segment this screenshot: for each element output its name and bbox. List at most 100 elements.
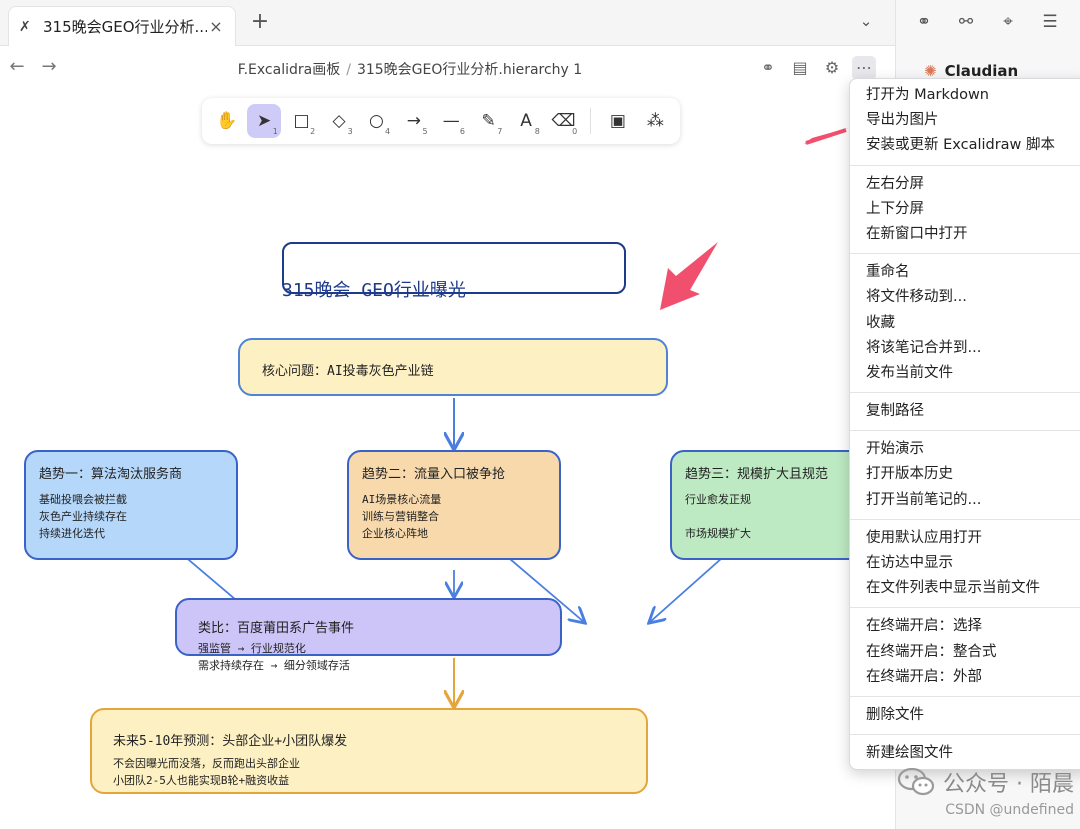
menu-item[interactable]: 左右分屏 — [866, 175, 924, 192]
menu-item[interactable]: 打开版本历史 — [866, 466, 953, 483]
tool-image[interactable]: ▣ — [601, 104, 634, 138]
annotation-arrow-big — [660, 242, 718, 310]
trend1-line: 灰色产业持续存在 — [39, 510, 127, 523]
trend2-title: 趋势二：流量入口被争抢 — [362, 467, 506, 482]
menu-separator — [850, 164, 1080, 166]
analog-title: 类比：百度莆田系广告事件 — [198, 621, 355, 636]
analog-box[interactable]: 类比：百度莆田系广告事件 强监管 → 行业规范化 需求持续存在 → 细分领域存活 — [175, 598, 562, 672]
future-box[interactable]: 未来5-10年预测：头部企业+小团队爆发 不会因曝光而没落，反而跑出头部企业 小… — [90, 708, 648, 794]
annotation-arrow-small — [804, 128, 848, 144]
menu-item[interactable]: 导出为图片 — [866, 112, 939, 129]
tool-shortcut: 4 — [385, 127, 391, 136]
core-box[interactable]: 核心问题：AI投毒灰色产业链 — [238, 338, 668, 396]
more-icon[interactable]: ⋯ — [852, 56, 876, 80]
breadcrumb-folder[interactable]: F.Excalidra画板 — [237, 62, 341, 78]
tool-ellipse[interactable]: ○4 — [360, 104, 393, 138]
menu-item[interactable]: 发布当前文件 — [866, 364, 953, 381]
menu-item[interactable]: 在终端开启：外部 — [866, 668, 982, 685]
future-line: 小团队2-5人也能实现B轮+融资收益 — [113, 774, 290, 787]
trend3-box[interactable]: 趋势三：规模扩大且规范 行业愈发正规 市场规模扩大 — [670, 450, 870, 560]
menu-separator — [850, 253, 1080, 255]
trend1-line: 持续进化迭代 — [39, 527, 105, 540]
trend1-title: 趋势一：算法淘汰服务商 — [39, 467, 183, 482]
close-icon[interactable]: × — [209, 17, 223, 36]
menu-item[interactable]: 新建绘图文件 — [866, 745, 953, 762]
menu-item[interactable]: 在访达中显示 — [866, 555, 953, 571]
menu-separator — [850, 518, 1080, 520]
tool-eraser[interactable]: ⌫0 — [547, 104, 580, 138]
tool-draw[interactable]: ✎7 — [472, 104, 505, 138]
trend2-line: 训练与营销整合 — [362, 510, 439, 523]
menu-item[interactable]: 在文件列表中显示当前文件 — [866, 580, 1040, 597]
text-icon: A — [520, 111, 532, 131]
save-icon[interactable]: ▤ — [792, 58, 808, 77]
link-out-icon[interactable]: ⚯ — [958, 12, 974, 32]
title-box[interactable] — [282, 242, 626, 294]
tool-shortcut: 2 — [310, 127, 316, 136]
menu-item[interactable]: 在新窗口中打开 — [866, 225, 968, 242]
menu-item[interactable]: 在终端开启：选择 — [866, 618, 982, 635]
menu-item[interactable]: 收藏 — [866, 314, 895, 331]
breadcrumb-file[interactable]: 315晚会GEO行业分析.hierarchy 1 — [356, 62, 583, 78]
menu-item[interactable]: 重命名 — [866, 264, 910, 281]
trend1-box[interactable]: 趋势一：算法淘汰服务商 基础投喂会被拦截 灰色产业持续存在 持续进化迭代 — [24, 450, 238, 560]
chevron-down-icon[interactable]: ⌄ — [859, 12, 873, 30]
menu-separator — [850, 695, 1080, 697]
rectangle-icon: □ — [293, 111, 310, 131]
tab-active[interactable]: ✗ 315晚会GEO行业分析.... × — [8, 6, 236, 46]
tool-rectangle[interactable]: □2 — [285, 104, 318, 138]
arrow-icon: → — [406, 111, 421, 131]
trend3-title: 趋势三：规模扩大且规范 — [685, 467, 829, 482]
trend3-line: 市场规模扩大 — [685, 527, 751, 540]
future-title: 未来5-10年预测：头部企业+小团队爆发 — [113, 734, 348, 749]
tab-bar: ✗ 315晚会GEO行业分析.... × + ⌄ — [0, 0, 895, 46]
menu-separator — [850, 607, 1080, 609]
watermark: 公众号 · 陌晨 CSDN @undefined — [897, 766, 1074, 818]
menu-item[interactable]: 上下分屏 — [866, 200, 924, 217]
menu-item[interactable]: 安装或更新 Excalidraw 脚本 — [866, 137, 1056, 154]
menu-item[interactable]: 将该笔记合并到... — [866, 339, 982, 356]
tool-line[interactable]: —6 — [435, 104, 468, 138]
tag-icon[interactable]: ⌖ — [1003, 12, 1013, 32]
trend2-box[interactable]: 趋势二：流量入口被争抢 AI场景核心流量 训练与营销整合 企业核心阵地 — [347, 450, 561, 560]
excalidraw-icon: ✗ — [19, 18, 31, 35]
menu-item[interactable]: 在终端开启：整合式 — [866, 643, 997, 660]
tool-selection[interactable]: ➤1 — [247, 104, 281, 138]
menu-item[interactable]: 将文件移动到... — [866, 289, 967, 306]
tool-diamond[interactable]: ◇3 — [322, 104, 355, 138]
tool-arrow[interactable]: →5 — [397, 104, 430, 138]
menu-item[interactable]: 开始演示 — [866, 441, 924, 458]
tool-shortcut: 1 — [272, 127, 278, 136]
trend2-line: AI场景核心流量 — [362, 493, 442, 506]
canvas-title: 315晚会 GEO行业曝光 — [282, 280, 466, 301]
line-icon: — — [442, 111, 460, 131]
claudian-title: Claudian — [944, 62, 1019, 80]
menu-item[interactable]: 复制路径 — [866, 403, 924, 420]
tool-shortcut: 5 — [422, 127, 428, 136]
trend2-line: 企业核心阵地 — [362, 527, 428, 540]
tool-hand[interactable]: ✋ — [210, 104, 243, 138]
menu-item[interactable]: 使用默认应用打开 — [866, 529, 982, 546]
tool-shortcut: 3 — [347, 127, 353, 136]
arrow-left-icon[interactable]: ← — [9, 56, 25, 77]
view-header: ← → F.Excalidra画板/315晚会GEO行业分析.hierarchy… — [0, 46, 895, 88]
tool-library[interactable]: ⁂ — [639, 104, 672, 138]
watermark-line1: 公众号 · 陌晨 — [943, 772, 1074, 797]
new-tab-button[interactable]: + — [250, 9, 270, 34]
gear-icon[interactable]: ⚙ — [824, 58, 840, 77]
menu-item[interactable]: 删除文件 — [866, 706, 924, 723]
list-icon[interactable]: ☰ — [1042, 12, 1058, 32]
selection-icon: ➤ — [257, 111, 272, 131]
link-icon[interactable]: ⚭ — [761, 58, 775, 77]
library-icon: ⁂ — [646, 111, 664, 131]
link-add-icon[interactable]: ⚭ — [916, 12, 932, 32]
eraser-icon: ⌫ — [551, 111, 576, 131]
menu-item[interactable]: 打开为 Markdown — [866, 87, 989, 103]
claudian-star-icon: ✺ — [924, 62, 937, 80]
ellipse-icon: ○ — [368, 111, 384, 131]
draw-icon: ✎ — [481, 111, 496, 131]
menu-item[interactable]: 打开当前笔记的... — [866, 491, 982, 508]
arrow-right-icon[interactable]: → — [41, 56, 57, 77]
hand-icon: ✋ — [216, 111, 238, 131]
